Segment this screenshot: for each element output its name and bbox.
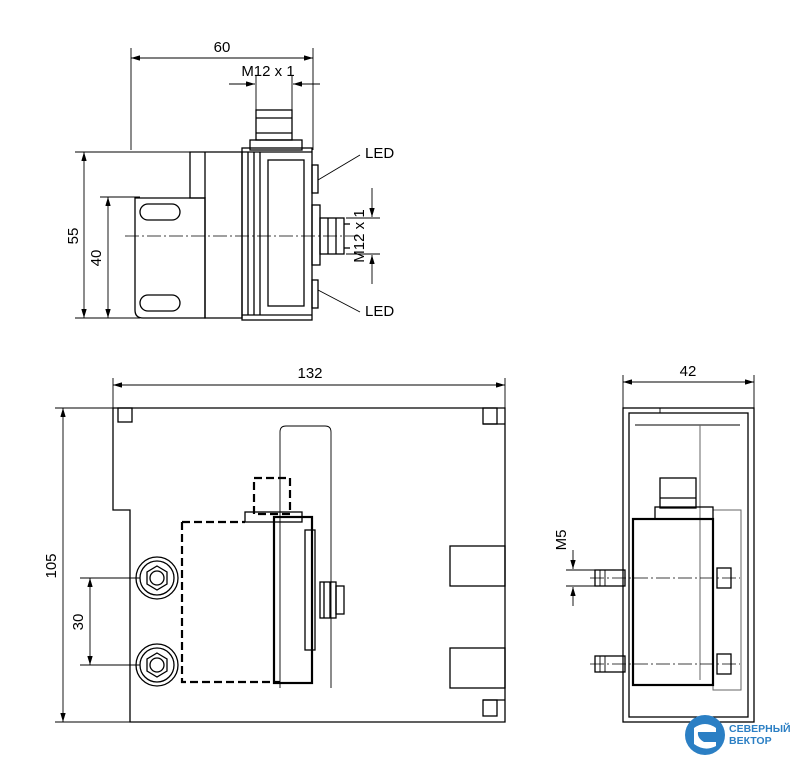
logo-line-2: ВЕКТОР bbox=[729, 735, 772, 747]
bracket-slot bbox=[449, 545, 506, 587]
front-dim-width-label: 132 bbox=[297, 365, 322, 382]
alt-connector-outline bbox=[252, 476, 292, 516]
side-dim-thread-label: M5 bbox=[553, 530, 570, 551]
sensor-body bbox=[189, 151, 243, 319]
dim-height-inner-label: 40 bbox=[88, 250, 105, 267]
front-dim-height-label: 105 bbox=[43, 553, 60, 578]
sensor-head bbox=[241, 147, 313, 321]
side-connector bbox=[319, 581, 337, 619]
led-indicator bbox=[311, 279, 319, 309]
front-view: 132 105 30 bbox=[43, 365, 506, 723]
mounting-flange bbox=[134, 197, 206, 319]
side-bracket bbox=[622, 407, 755, 723]
logo-emblem bbox=[685, 715, 725, 755]
dim-width-label: 60 bbox=[214, 39, 231, 56]
connector-top-m12 bbox=[255, 109, 293, 141]
connector-side-base bbox=[311, 204, 321, 266]
sensor-housing bbox=[272, 515, 314, 685]
dim-height-outer-label: 55 bbox=[65, 228, 82, 245]
bracket-slot bbox=[449, 647, 506, 689]
led-bottom-label: LED bbox=[365, 303, 394, 320]
top-view: 60 M12 x 1 55 40 bbox=[65, 39, 394, 321]
led-indicator bbox=[311, 164, 319, 194]
alt-housing-outline bbox=[180, 522, 280, 684]
side-sensor-body bbox=[631, 517, 715, 687]
front-dim-hole-spacing-label: 30 bbox=[70, 614, 87, 631]
leader-line bbox=[317, 289, 361, 313]
dim-connector-top-label: M12 x 1 bbox=[241, 63, 294, 80]
dim-connector-side-label: M12 x 1 bbox=[351, 209, 368, 262]
housing-cap bbox=[244, 511, 303, 523]
slot-hole bbox=[139, 294, 181, 312]
screw bbox=[135, 556, 179, 600]
side-connector-top bbox=[659, 477, 697, 509]
screw bbox=[135, 643, 179, 687]
sensor-face bbox=[267, 159, 305, 307]
logo-line-1: СЕВЕРНЫЙ bbox=[729, 722, 791, 735]
guide-frame bbox=[279, 425, 332, 688]
led-top-label: LED bbox=[365, 145, 394, 162]
brand-logo: СЕВЕРНЫЙ ВЕКТОР bbox=[685, 715, 791, 755]
slot-hole bbox=[139, 203, 181, 221]
leader-line bbox=[317, 154, 361, 181]
side-dim-width-label: 42 bbox=[680, 363, 697, 380]
mounting-bracket bbox=[112, 407, 506, 723]
side-view: 42 M5 bbox=[553, 363, 755, 723]
